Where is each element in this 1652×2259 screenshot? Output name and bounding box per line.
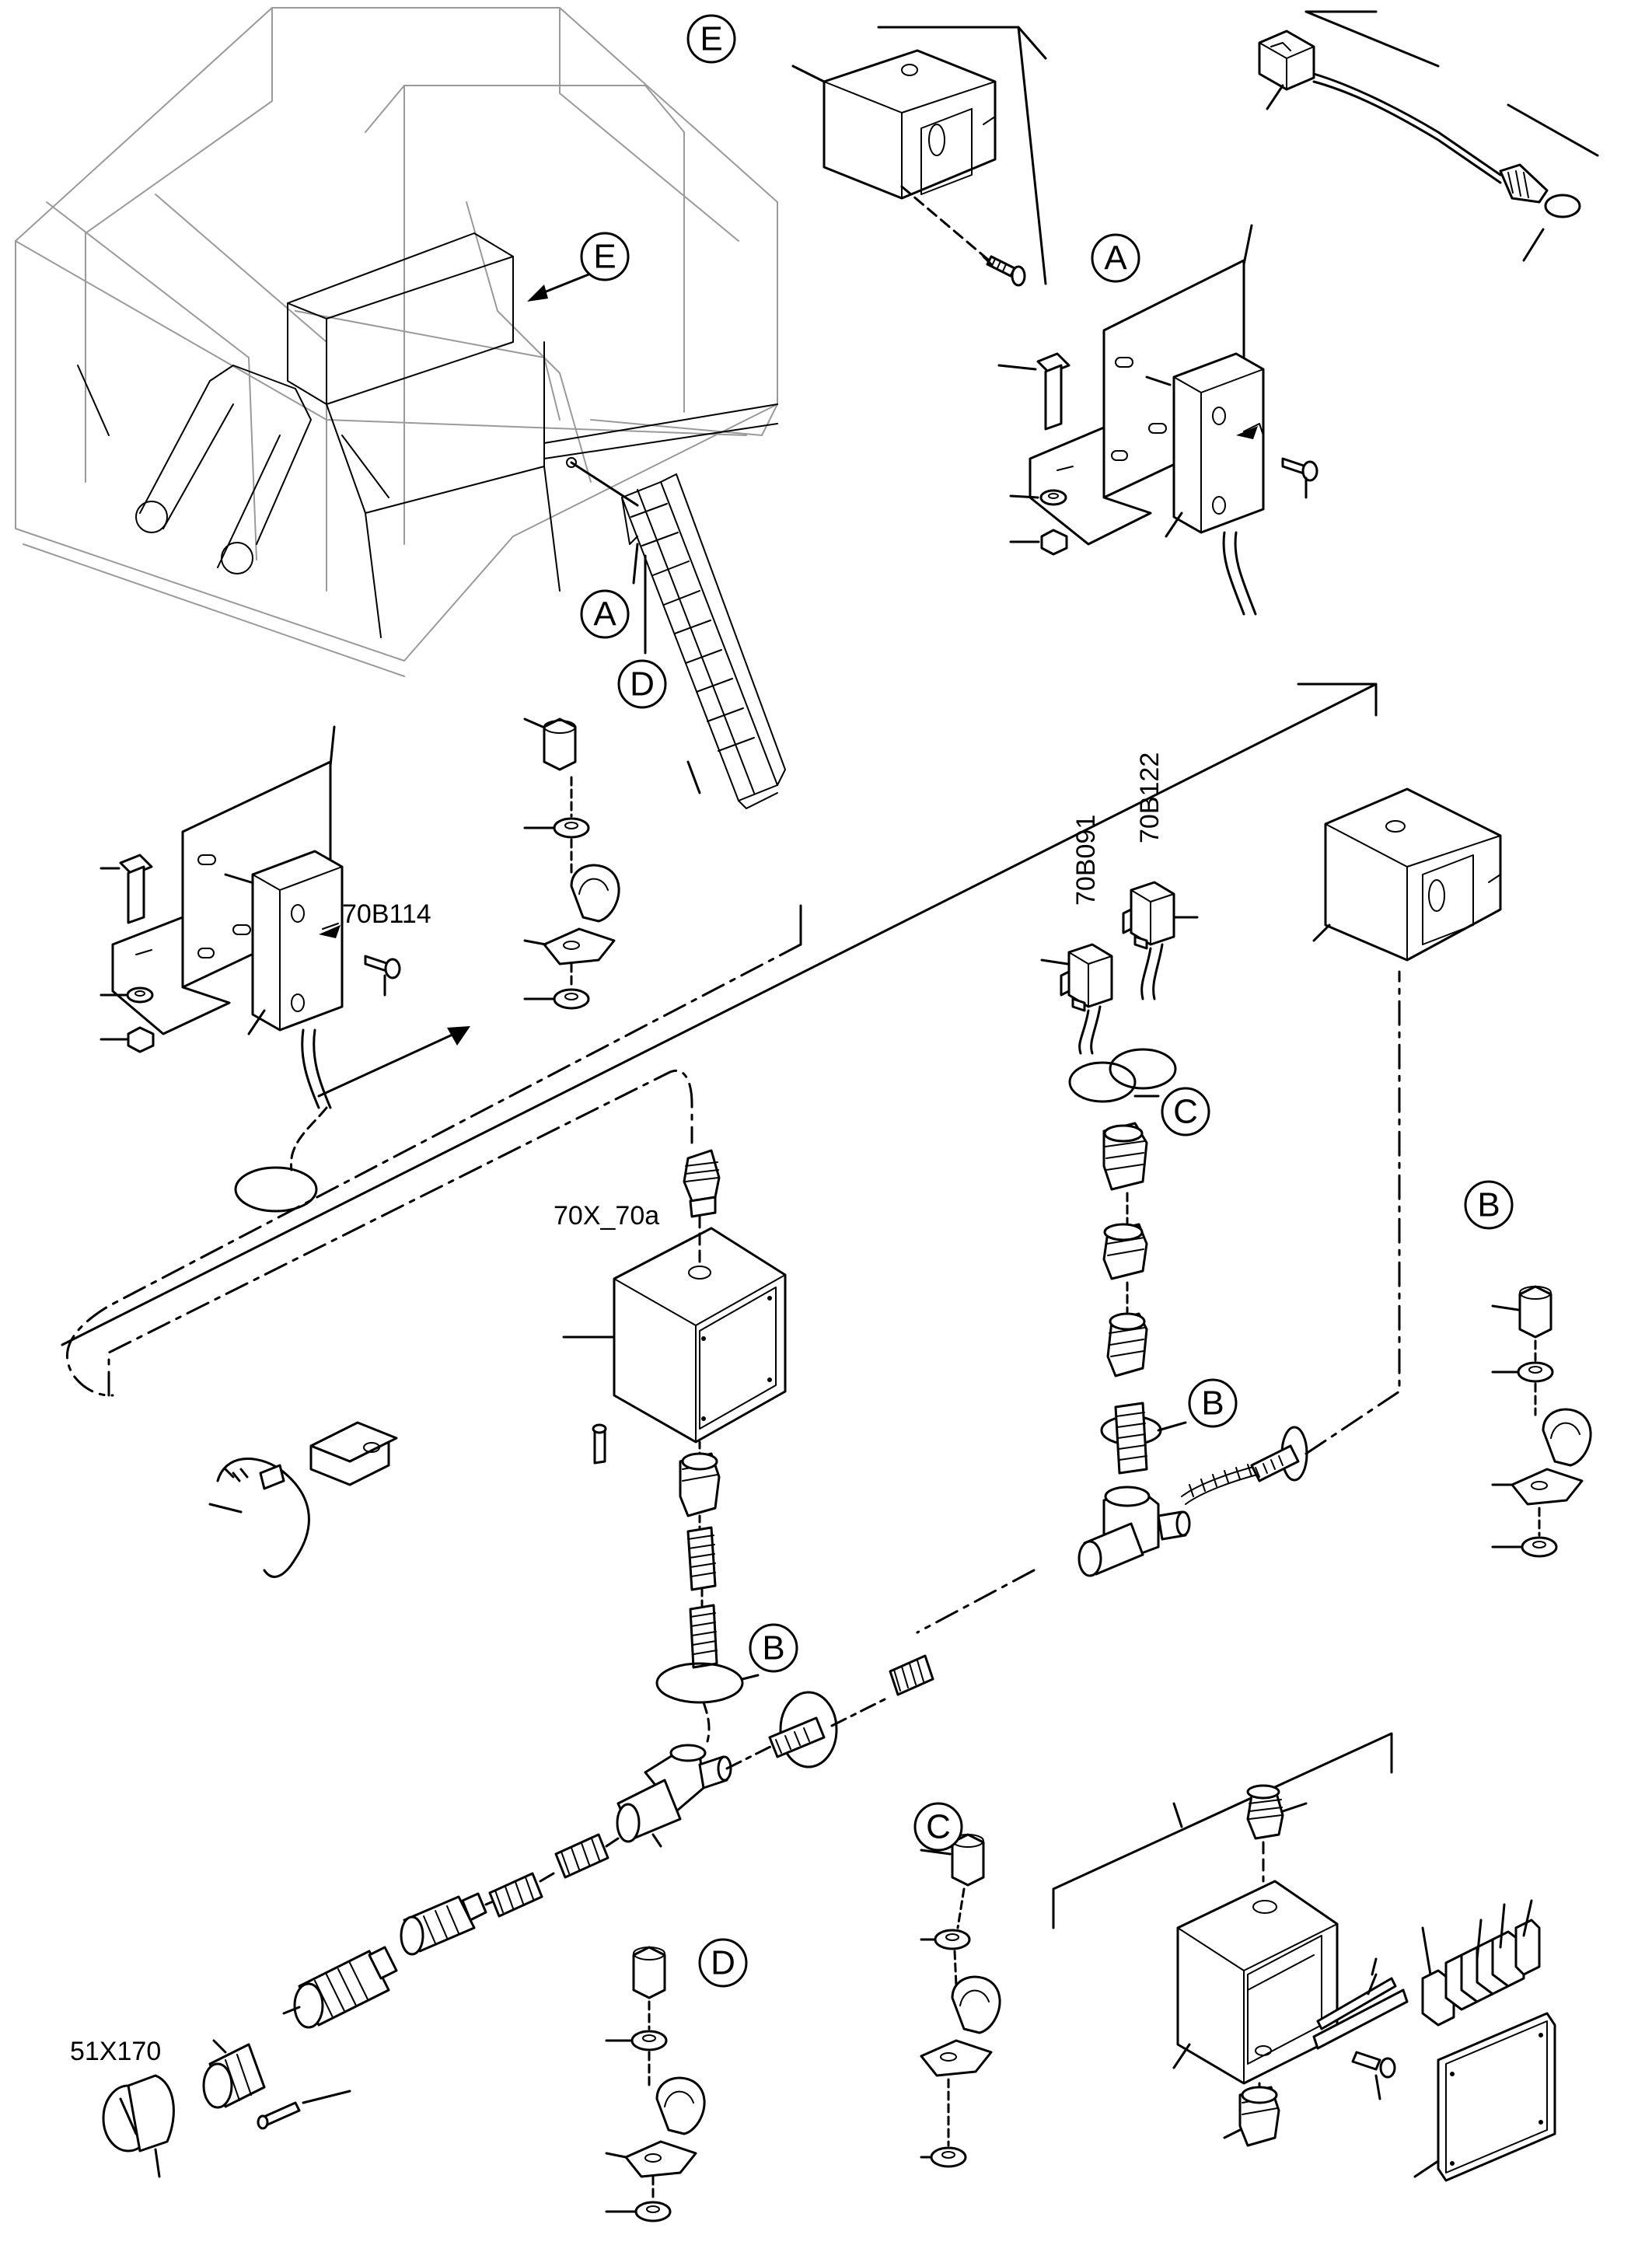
corrugated-diagonal-right bbox=[916, 1464, 1264, 1634]
svg-text:D: D bbox=[630, 665, 655, 704]
callout-e-top: E bbox=[686, 14, 736, 64]
pointer-a-machine bbox=[632, 543, 639, 585]
callout-a-machine: A bbox=[580, 589, 630, 639]
cable-route-left bbox=[66, 943, 802, 1397]
junction-box-screw bbox=[592, 1423, 607, 1465]
machine-body bbox=[15, 7, 778, 677]
lower-box-cover bbox=[1413, 2012, 1556, 2182]
label-sensor-70b114: 70B114 bbox=[342, 899, 431, 929]
cable-tie bbox=[208, 1458, 310, 1578]
callout-c-bottom: C bbox=[913, 1802, 963, 1852]
svg-text:B: B bbox=[1201, 1384, 1224, 1423]
arrowhead-sensor bbox=[447, 1026, 470, 1046]
junction-box-70x70a bbox=[562, 1227, 787, 1444]
lower-box-top-gland bbox=[1246, 1784, 1308, 1883]
detail-e-screw bbox=[982, 255, 1026, 287]
cable-entry-left bbox=[234, 1166, 318, 1213]
junction-box-lower bbox=[1172, 1880, 1339, 2085]
label-plate bbox=[309, 1421, 398, 1486]
connector-70b091 bbox=[1040, 943, 1113, 1055]
callout-c-connectors: C bbox=[1161, 1087, 1210, 1136]
pin-screw bbox=[257, 2090, 351, 2130]
lower-box-bottom-gland bbox=[1223, 2082, 1280, 2147]
clamp-set-b bbox=[1491, 1285, 1592, 1558]
corrugated-tube-right bbox=[1114, 1402, 1187, 1475]
cable-entry-c-2 bbox=[1109, 1048, 1177, 1090]
clamp-set-c bbox=[920, 1833, 1001, 2168]
svg-text:A: A bbox=[1104, 239, 1127, 278]
callout-b-right: B bbox=[1464, 1180, 1514, 1230]
callout-e-arrow: E bbox=[580, 232, 630, 281]
sensor-70b114 bbox=[224, 850, 344, 1109]
svg-text:E: E bbox=[700, 20, 722, 58]
cable-entry-b-left bbox=[655, 1662, 744, 1704]
callout-d-machine: D bbox=[617, 659, 667, 709]
machine-upper-block bbox=[287, 232, 561, 638]
coupling-long bbox=[282, 1946, 398, 2029]
cable-entry-c-1 bbox=[1068, 1061, 1137, 1103]
callout-b-tee-right: B bbox=[1188, 1378, 1238, 1428]
label-plug-51x170: 51X170 bbox=[70, 2037, 161, 2066]
cable-entry-b-gland-left bbox=[725, 1691, 888, 1770]
detail-e-bracket-lines bbox=[877, 26, 1047, 285]
label-junction-box-70x70a: 70X_70a bbox=[554, 1201, 659, 1231]
connector-70b122 bbox=[1122, 881, 1199, 1000]
svg-text:B: B bbox=[762, 1629, 784, 1667]
cable-route-upper bbox=[107, 1070, 693, 1397]
cable-entry-b-gland-right bbox=[1250, 970, 1401, 1482]
callout-d-bottom: D bbox=[698, 1938, 748, 1988]
arrowhead-e bbox=[527, 285, 548, 302]
svg-text:D: D bbox=[711, 1944, 735, 1982]
plug-51x170 bbox=[102, 2074, 175, 2178]
label-connector-70b122: 70B122 bbox=[1135, 752, 1165, 843]
junction-box-bottom-gland bbox=[679, 1440, 721, 1517]
tee-fitting-right bbox=[1077, 1486, 1191, 1577]
detail-e-cover bbox=[791, 49, 1004, 274]
cable-sensor bbox=[1258, 10, 1599, 262]
svg-text:E: E bbox=[593, 238, 616, 276]
ladder bbox=[621, 473, 786, 809]
group-bracket-main bbox=[61, 683, 1378, 1346]
svg-text:B: B bbox=[1477, 1186, 1500, 1224]
corrugated-tube-lower bbox=[488, 1833, 620, 1918]
plug-nut bbox=[202, 2039, 266, 2109]
lower-box-screw bbox=[1351, 2051, 1396, 2100]
terminal-block bbox=[1421, 1899, 1541, 2027]
sensor-rod bbox=[566, 457, 639, 545]
cable-gland-right-stack bbox=[1102, 1122, 1148, 1377]
group-bracket-lower bbox=[1052, 1732, 1393, 1929]
junction-box-top-gland bbox=[683, 1149, 721, 1269]
arrow-to-sensor bbox=[317, 1028, 464, 1098]
sensor-left-hardware bbox=[100, 854, 401, 1053]
svg-text:C: C bbox=[1173, 1093, 1198, 1131]
detail-a-hardware bbox=[997, 352, 1318, 556]
detail-a-sensor bbox=[1145, 352, 1265, 616]
callout-b-tee-left: B bbox=[749, 1623, 798, 1673]
svg-text:C: C bbox=[926, 1808, 951, 1846]
tee-fitting-left bbox=[616, 1744, 732, 1848]
coupling-fitting bbox=[400, 1892, 493, 1956]
cover-box-right bbox=[1312, 787, 1502, 962]
machine-arms bbox=[77, 365, 778, 574]
svg-text:A: A bbox=[593, 595, 616, 634]
label-connector-70b091: 70B091 bbox=[1071, 815, 1101, 906]
clamp-set-d bbox=[605, 1946, 706, 2222]
corrugated-tube-mid bbox=[889, 1654, 934, 1696]
din-rail bbox=[1312, 1957, 1409, 2050]
corrugated-tube-vertical bbox=[686, 1514, 718, 1669]
callout-a-right: A bbox=[1091, 233, 1140, 283]
clamp-set-top bbox=[523, 718, 620, 1010]
